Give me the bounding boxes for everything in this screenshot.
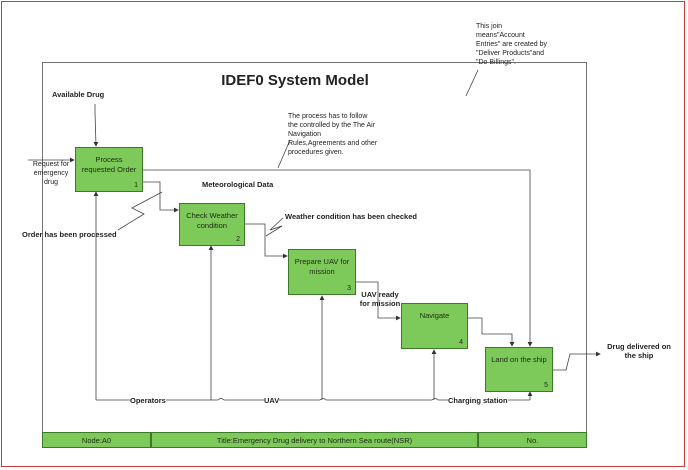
diagram-title: IDEF0 System Model <box>221 72 369 89</box>
box-label: Land on the ship <box>491 355 547 364</box>
box-prepare-uav[interactable]: Prepare UAV for mission 3 <box>288 249 356 295</box>
box-number: 5 <box>544 382 548 389</box>
footer-number: No. <box>478 432 587 448</box>
label-available-drug: Available Drug <box>52 90 105 99</box>
label-drug-delivered: Drug delivered on the ship <box>607 342 671 360</box>
box-number: 1 <box>134 182 138 189</box>
footer-title: Title:Emergency Drug delivery to Norther… <box>151 432 478 448</box>
join-note: This join means"Account Entries" are cre… <box>476 23 547 66</box>
box-label: Process requested Order <box>81 155 137 174</box>
box-land-on-ship[interactable]: Land on the ship 5 <box>485 347 553 392</box>
footer-node: Node:A0 <box>42 432 151 448</box>
box-check-weather[interactable]: Check Weather condition 2 <box>179 203 245 246</box>
label-meteorological: Meteorological Data <box>202 180 274 189</box>
box-label: Prepare UAV for mission <box>294 257 350 276</box>
label-order-processed: Order has been processed <box>22 230 117 239</box>
box-label: Check Weather condition <box>186 211 238 230</box>
box-navigate[interactable]: Navigate 4 <box>401 303 468 349</box>
box-process-order[interactable]: Process requested Order 1 <box>75 147 143 192</box>
label-request: Request for emergency drug <box>32 161 70 186</box>
label-uav: UAV <box>264 396 280 405</box>
box-number: 3 <box>347 285 351 292</box>
process-note: The process has to follow the controlled… <box>288 113 378 156</box>
label-weather-checked: Weather condition has been checked <box>285 212 417 221</box>
label-operators: Operators <box>130 396 166 405</box>
title-block: Node:A0 Title:Emergency Drug delivery to… <box>42 432 587 448</box>
label-uav-ready: UAV ready for mission <box>359 290 401 308</box>
box-label: Navigate <box>419 311 450 320</box>
box-number: 4 <box>459 339 463 346</box>
label-charging-station: Charging station <box>448 396 508 405</box>
box-number: 2 <box>236 236 240 243</box>
